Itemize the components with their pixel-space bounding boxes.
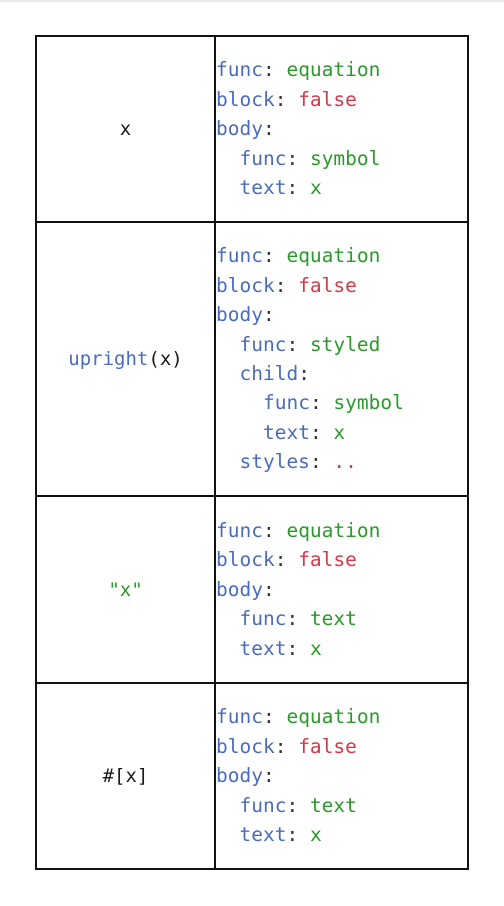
top-divider [0, 0, 504, 2]
tree-key: func [239, 793, 287, 817]
source-code: "x" [108, 578, 143, 601]
tree-cell: func: equation block: false body: func: … [214, 35, 469, 223]
tree-value: equation [286, 244, 381, 268]
open-paren: ( [148, 348, 160, 370]
tree-key: body [216, 764, 263, 788]
tree-value: symbol [309, 146, 381, 170]
tree-cell: func: equation block: false body: func: … [214, 682, 469, 870]
function-name: upright [68, 348, 149, 370]
tree-key: func [216, 244, 263, 268]
tree-key: func [239, 146, 287, 170]
tree-key: func [262, 391, 310, 415]
table-row: #[x] func: equation block: false body: f… [35, 682, 469, 870]
source-code: upright(x) [68, 348, 182, 370]
tree-value: x [309, 176, 322, 200]
table-row: upright(x) func: equation block: false b… [35, 221, 469, 497]
tree-cell: func: equation block: false body: func: … [214, 495, 469, 684]
tree-value: x [309, 823, 322, 847]
tree-key: func [216, 58, 263, 82]
source-code: x [119, 118, 132, 140]
tree-key: block [216, 273, 275, 297]
equation-syntax-table: x func: equation block: false body: func… [35, 35, 469, 870]
source-cell: upright(x) [35, 221, 216, 497]
tree-cell: func: equation block: false body: func: … [214, 221, 469, 497]
source-code: #[x] [102, 765, 149, 787]
tree-key: func [239, 332, 287, 356]
tree-value: equation [286, 518, 381, 542]
table-row: "x" func: equation block: false body: fu… [35, 495, 469, 684]
tree-value: x [333, 420, 346, 444]
tree-key: text [239, 176, 287, 200]
tree-key: text [262, 420, 310, 444]
tree-value: text [309, 793, 357, 817]
tree-key: func [216, 705, 263, 729]
tree-key: func [239, 607, 287, 631]
tree-key: block [216, 87, 275, 111]
tree-value: false [298, 87, 357, 111]
tree-key: body [216, 577, 263, 601]
tree-code: func: equation block: false body: func: … [216, 244, 404, 474]
tree-key: child [239, 362, 299, 385]
tree-key: text [239, 823, 287, 847]
tree-code: func: equation block: false body: func: … [216, 58, 381, 200]
tree-key: block [216, 548, 275, 572]
tree-value: false [298, 273, 357, 297]
tree-value: false [298, 548, 357, 572]
source-cell: x [35, 35, 216, 223]
tree-key: body [216, 303, 263, 327]
tree-key: block [216, 734, 275, 758]
tree-value: equation [286, 705, 381, 729]
source-cell: #[x] [35, 682, 216, 870]
table-row: x func: equation block: false body: func… [35, 35, 469, 223]
tree-value: .. [333, 450, 357, 474]
tree-key: func [216, 518, 263, 542]
tree-key: styles [239, 450, 310, 474]
tree-key: text [239, 636, 287, 660]
tree-code: func: equation block: false body: func: … [216, 518, 381, 660]
tree-value: equation [286, 58, 381, 82]
tree-value: symbol [333, 391, 404, 415]
tree-value: false [298, 734, 357, 758]
tree-value: styled [309, 332, 381, 356]
source-cell: "x" [35, 495, 216, 684]
tree-key: body [216, 117, 263, 141]
tree-value: text [309, 607, 357, 631]
close-paren: ) [171, 348, 183, 370]
tree-value: x [309, 636, 322, 660]
tree-code: func: equation block: false body: func: … [216, 705, 381, 847]
function-arg: x [159, 348, 172, 370]
